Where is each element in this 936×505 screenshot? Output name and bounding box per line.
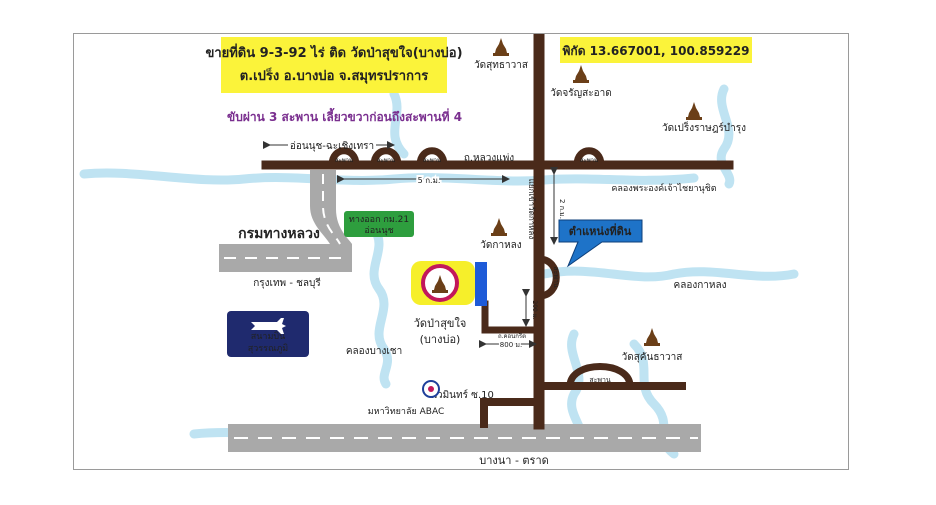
coords-label: พิกัด 13.667001, 100.859229 <box>563 44 750 58</box>
temple-label-charoen: วัดจรัญสะอาด <box>550 88 611 99</box>
title-line-2: ต.เปร็ง อ.บางบ่อ จ.สมุทรปราการ <box>240 66 428 84</box>
airport-line-1: สนามบิน <box>251 331 286 342</box>
temple-label-preng: วัดเปร็งราษฎร์บำรุง <box>662 120 746 134</box>
temple-label-sukhan: วัดสุคันธาวาส <box>622 352 683 363</box>
canal-label-phra-ong: คลองพระองค์เจ้าไชยานุชิต <box>611 182 716 194</box>
bridge-arch-sukhan <box>566 363 634 390</box>
temple-label-pasukjai-1: วัดป่าสุขใจ <box>414 317 467 330</box>
road-label-vertical: แยกเข้าวัดกาหลง <box>527 179 536 240</box>
bridge-arch-1 <box>328 147 360 169</box>
canal-label-bang-chao: คลองบางเชา <box>346 346 402 357</box>
temple-label-sutthawat: วัดสุทธาวาส <box>474 60 528 71</box>
road-label-navamin: นวมินทร์ ซ.10 <box>430 389 494 401</box>
soi-to-land <box>481 300 543 334</box>
route-map: สะพาน สะพาน สะพาน สะพาน สะพาน สะพาน ขายท… <box>79 34 799 467</box>
bridge-arch-4 <box>573 147 605 169</box>
temple-icon-preng <box>686 102 702 120</box>
canal-left-upper <box>389 89 409 159</box>
abac-logo <box>422 380 440 398</box>
bridge-label-vertical: สะพาน <box>552 266 560 288</box>
canal-phra-ong <box>79 168 699 186</box>
canal-bang-chao <box>369 224 393 389</box>
road-label-luang-phaeng: ถ.หลวงแพ่ง <box>464 153 514 164</box>
land-marker <box>411 261 487 306</box>
temple-icon-sutthawat <box>493 38 509 56</box>
canal-kalong <box>539 266 799 282</box>
canal-right-upper <box>716 84 735 189</box>
bridge-label-4: สะพาน <box>580 157 598 164</box>
exit-sign-line-2: อ่อนนุช <box>364 226 393 236</box>
highway-label-bangna-trat: บางนา - ตราด <box>479 454 549 467</box>
road-navamin <box>480 398 543 428</box>
canal-label-kalong: คลองกาหลง <box>674 280 727 291</box>
bridge-label-1: สะพาน <box>335 157 353 164</box>
coords-banner: พิกัด 13.667001, 100.859229 <box>560 37 752 63</box>
temple-icon-sukhan <box>644 328 660 346</box>
temple-label-kalong: วัดกาหลง <box>480 240 521 251</box>
location-sign: ตำแหน่งที่ดิน <box>558 219 643 268</box>
title-line-1: ขายที่ดิน 9-3-92 ไร่ ติด วัดป่าสุขใจ(บาง… <box>205 43 462 61</box>
highways <box>219 170 701 452</box>
distance-5km: 5 ก.ม. <box>418 176 441 185</box>
location-label: ตำแหน่งที่ดิน <box>569 223 632 238</box>
bridge-label-2: สะพาน <box>377 157 395 164</box>
title-banner: ขายที่ดิน 9-3-92 ไร่ ติด วัดป่าสุขใจ(บาง… <box>205 37 463 93</box>
bridge-label-3: สะพาน <box>423 157 441 164</box>
distance-2km: 2 ก.ม. <box>558 199 566 219</box>
temples: วัดสุทธาวาส วัดจรัญสะอาด วัดเปร็งราษฎร์บ… <box>414 38 746 363</box>
exit-sign-line-1: ทางออก กม.21 <box>349 215 409 225</box>
bridge-arch-2 <box>370 147 402 169</box>
airport-sign: สนามบิน สุวรรณภูมิ <box>227 311 309 357</box>
map-frame: สะพาน สะพาน สะพาน สะพาน สะพาน สะพาน ขายท… <box>73 33 849 470</box>
temple-label-pasukjai-2: (บางบ่อ) <box>420 333 461 346</box>
distance-800m: 800 ม. <box>500 341 522 349</box>
bridge-labels: สะพาน สะพาน สะพาน สะพาน สะพาน สะพาน <box>335 157 611 384</box>
temple-icon-charoen <box>573 65 589 83</box>
airport-line-2: สุวรรณภูมิ <box>248 343 288 354</box>
highway-dept-label: กรมทางหลวง <box>238 226 320 242</box>
land-plot <box>475 262 487 306</box>
distance-200m: 200 ม. <box>531 300 538 319</box>
highway-ramp <box>310 170 352 244</box>
soi-label: ถ.คอนกรีต <box>498 332 526 340</box>
directions-text: ขับผ่าน 3 สะพาน เลี้ยวขวาก่อนถึงสะพานที่… <box>227 107 462 124</box>
exit-sign: ทางออก กม.21 อ่อนนุช <box>344 211 414 237</box>
bridge-arch-vertical <box>535 255 560 300</box>
roads <box>261 34 734 430</box>
university-label: มหาวิทยาลัย ABAC <box>368 406 445 417</box>
bridge-label-sukhan: สะพาน <box>589 376 611 384</box>
highway-label-bangkok-chonburi: กรุงเทพ - ชลบุรี <box>253 277 321 289</box>
bridge-arch-3 <box>416 147 448 169</box>
temple-icon-kalong <box>491 218 507 236</box>
airplane-icon <box>251 318 286 334</box>
road-label-onnut: อ่อนนุช-ฉะเชิงเทรา <box>290 141 374 152</box>
